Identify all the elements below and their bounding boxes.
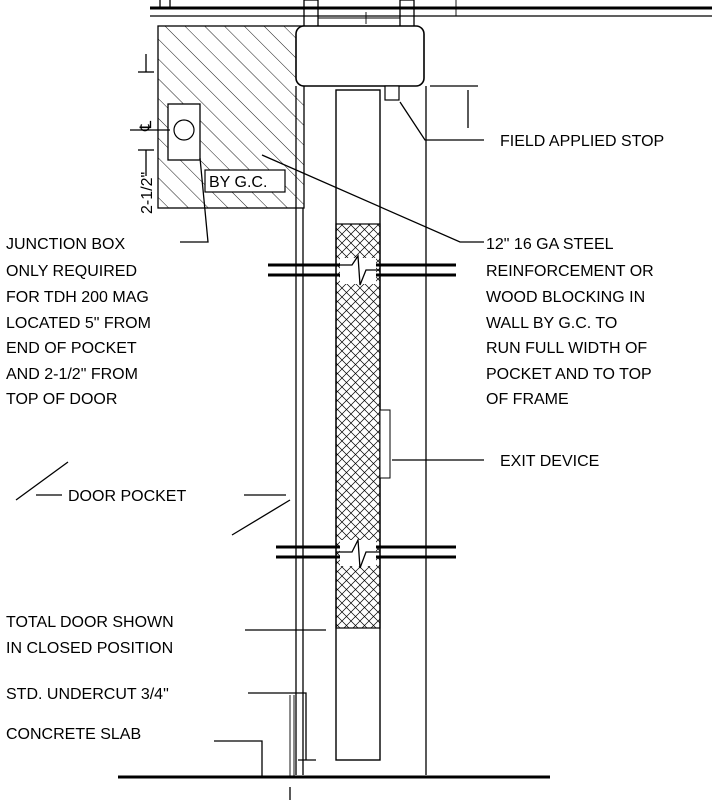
junction-box-note-line-5: END OF POCKET <box>6 340 137 357</box>
by-gc-box <box>204 169 286 193</box>
reinforcement-note-line-7: OF FRAME <box>486 391 569 408</box>
junction-box-note-line-3: FOR TDH 200 MAG <box>6 289 149 306</box>
centerline-symbol: ℄ <box>138 120 155 132</box>
exit-device-label: EXIT DEVICE <box>500 453 599 470</box>
reinforcement-note-line-1: 12" 16 GA STEEL <box>486 236 614 253</box>
exit-device <box>379 409 391 479</box>
reinforcement-note-line-3: WOOD BLOCKING IN <box>486 289 645 306</box>
field-applied-stop <box>384 85 400 101</box>
reinforcement-note-line-5: RUN FULL WIDTH OF <box>486 340 647 357</box>
concrete-slab-label: CONCRETE SLAB <box>6 726 141 743</box>
reinforcement-note-line-6: POCKET AND TO TOP <box>486 366 652 383</box>
pocket-frame <box>295 86 427 775</box>
break-line-upper <box>268 254 456 286</box>
overhead-track <box>150 0 712 17</box>
junction-box-note-line-2: ONLY REQUIRED <box>6 263 137 280</box>
left-dimension <box>130 54 170 176</box>
total-door-note-line-2: IN CLOSED POSITION <box>6 640 173 657</box>
junction-box-note-line-1: JUNCTION BOX <box>6 236 125 253</box>
door-pocket-label: DOOR POCKET <box>68 488 186 505</box>
junction-box-note-line-4: LOCATED 5" FROM <box>6 315 151 332</box>
leader-lines <box>180 101 484 777</box>
total-door-note-line-1: TOTAL DOOR SHOWN <box>6 614 174 631</box>
junction-box-note-line-7: TOP OF DOOR <box>6 391 117 408</box>
door-pocket-arrows <box>15 461 291 536</box>
break-line-lower <box>276 537 456 569</box>
junction-box <box>167 103 201 161</box>
reinforcement-note-line-4: WALL BY G.C. TO <box>486 315 617 332</box>
dimension-2-half-label: 2-1/2" <box>139 172 156 214</box>
by-gc-label: BY G.C. <box>209 174 267 191</box>
field-applied-stop-label: FIELD APPLIED STOP <box>500 133 664 150</box>
undercut-label: STD. UNDERCUT 3/4" <box>6 686 169 703</box>
junction-box-note-line-6: AND 2-1/2" FROM <box>6 366 138 383</box>
reinforcement-note-line-2: REINFORCEMENT OR <box>486 263 654 280</box>
right-dimension <box>430 85 478 128</box>
door-carriage <box>295 25 425 87</box>
undercut-dimension <box>289 695 316 800</box>
